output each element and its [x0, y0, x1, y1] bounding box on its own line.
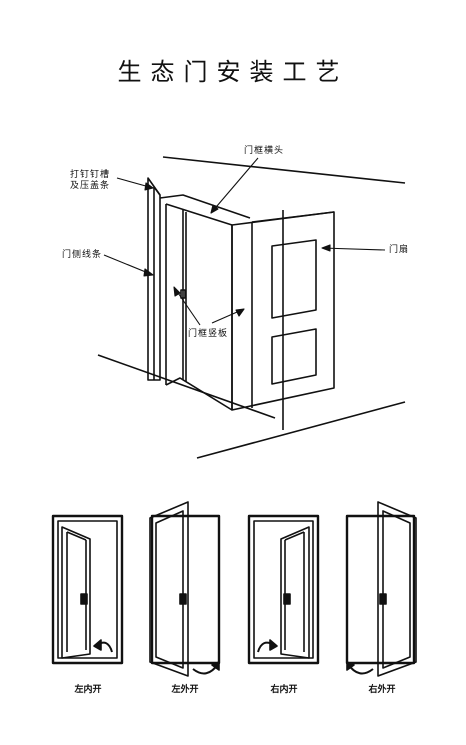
label-nail-groove: 打钉钉槽 及压盖条 — [70, 170, 110, 192]
caption-left-inward: 左内开 — [74, 685, 102, 695]
door-type-right-inward — [247, 514, 320, 665]
caption-left-outward: 左外开 — [171, 685, 199, 695]
door-type-left-inward — [51, 514, 124, 665]
lower-panel — [271, 328, 317, 385]
door-type-right-outward — [345, 501, 417, 677]
leader-lines — [103, 157, 386, 326]
caption-right-outward: 右外开 — [368, 685, 396, 695]
label-frame-jamb: 门框竖板 — [188, 329, 229, 339]
caption-right-inward: 右内开 — [270, 685, 298, 695]
label-frame-head: 门框横头 — [244, 146, 285, 156]
label-door-leaf: 门扇 — [389, 245, 410, 255]
label-nail-groove-line1: 打钉钉槽 — [70, 170, 111, 180]
door-frame — [159, 194, 284, 430]
upper-panel — [271, 239, 317, 319]
label-nail-groove-line2: 及压盖条 — [70, 181, 111, 191]
side-trim — [147, 177, 161, 381]
label-side-trim: 门侧线条 — [62, 250, 103, 260]
door-leaf — [231, 211, 335, 411]
page-title: 生态门安装工艺 — [117, 58, 349, 86]
door-type-left-outward — [149, 501, 221, 677]
